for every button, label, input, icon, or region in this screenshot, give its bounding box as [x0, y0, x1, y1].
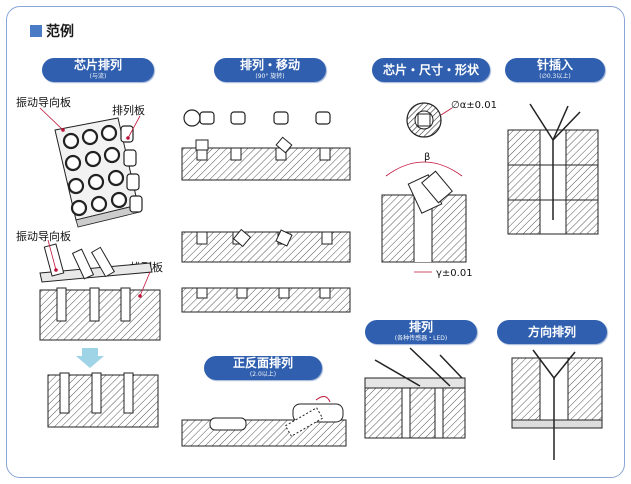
beta-label: β [424, 152, 431, 163]
vibration-guide-label-1: 振动导向板 [16, 96, 71, 109]
row-arrange-illustration [364, 347, 466, 439]
flip-arrange-sub: (2.0以上) [249, 371, 277, 378]
chip-size-title: 芯片・尺寸・形状 [382, 63, 479, 77]
chip-arrange-pill: 芯片排列 (与流) [42, 58, 154, 82]
down-arrow-icon [76, 348, 104, 368]
flip-arrange-illustration [181, 396, 347, 447]
chip-cross-section-illustration [39, 239, 161, 428]
row-arrange-sub: (各种传感器・LED) [394, 335, 448, 342]
arrangement-plate-label-1: 排列板 [112, 104, 145, 117]
chip-arrange-title: 芯片排列 [73, 58, 122, 72]
row-arrange-title: 排列 [408, 320, 433, 334]
vibration-plate-illustration [39, 107, 143, 228]
pin-insert-pill: 针插入 (∅0.3以上) [505, 58, 605, 82]
tolerance-gamma-label: γ±0.01 [436, 268, 473, 279]
direction-arrange-title: 方向排列 [527, 325, 576, 339]
vibration-guide-label-2: 振动导向板 [16, 230, 71, 243]
tolerance-alpha-label: ∅α±0.01 [451, 100, 497, 111]
pin-insert-illustration [507, 103, 599, 235]
arrange-move-title: 排列・移动 [239, 58, 300, 72]
arrange-move-illustration [181, 109, 351, 313]
direction-arrange-illustration [511, 349, 603, 460]
section-header: 范例 [30, 22, 74, 40]
flip-arrange-title: 正反面排列 [232, 356, 293, 370]
arrange-move-pill: 排列・移动 (90° 旋转) [214, 58, 326, 82]
arrange-move-sub: (90° 旋转) [255, 73, 285, 80]
header-square-icon [30, 25, 42, 37]
chip-arrange-sub: (与流) [89, 73, 107, 80]
flip-arrange-pill: 正反面排列 (2.0以上) [204, 356, 322, 380]
page-title: 范例 [46, 24, 74, 40]
chip-size-illustration [381, 102, 467, 273]
row-arrange-pill: 排列 (各种传感器・LED) [365, 320, 477, 344]
direction-arrange-pill: 方向排列 [497, 320, 607, 344]
pin-insert-title: 针插入 [536, 58, 573, 72]
pin-insert-sub: (∅0.3以上) [539, 73, 571, 80]
chip-size-pill: 芯片・尺寸・形状 [372, 58, 490, 82]
